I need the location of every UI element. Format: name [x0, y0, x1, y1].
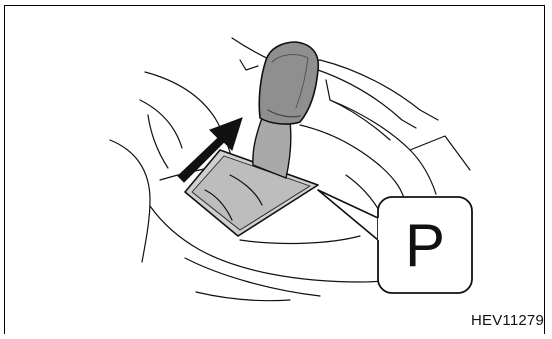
console-lower-4: [240, 236, 360, 243]
console-line-3: [148, 115, 168, 168]
park-position-letter: P: [405, 212, 445, 279]
console-top-edge-3: [326, 80, 390, 140]
console-lower-3: [196, 292, 290, 301]
console-line-4: [110, 140, 150, 262]
console-top-edge-2: [318, 70, 416, 128]
console-detail: [240, 60, 258, 70]
console-lower-2: [185, 258, 320, 296]
console-line-2: [140, 100, 182, 148]
figure-code: HEV11279: [471, 312, 544, 329]
console-right-edge-3: [410, 136, 470, 170]
console-right-edge-2: [330, 100, 436, 194]
callout-pointer: [318, 190, 378, 240]
